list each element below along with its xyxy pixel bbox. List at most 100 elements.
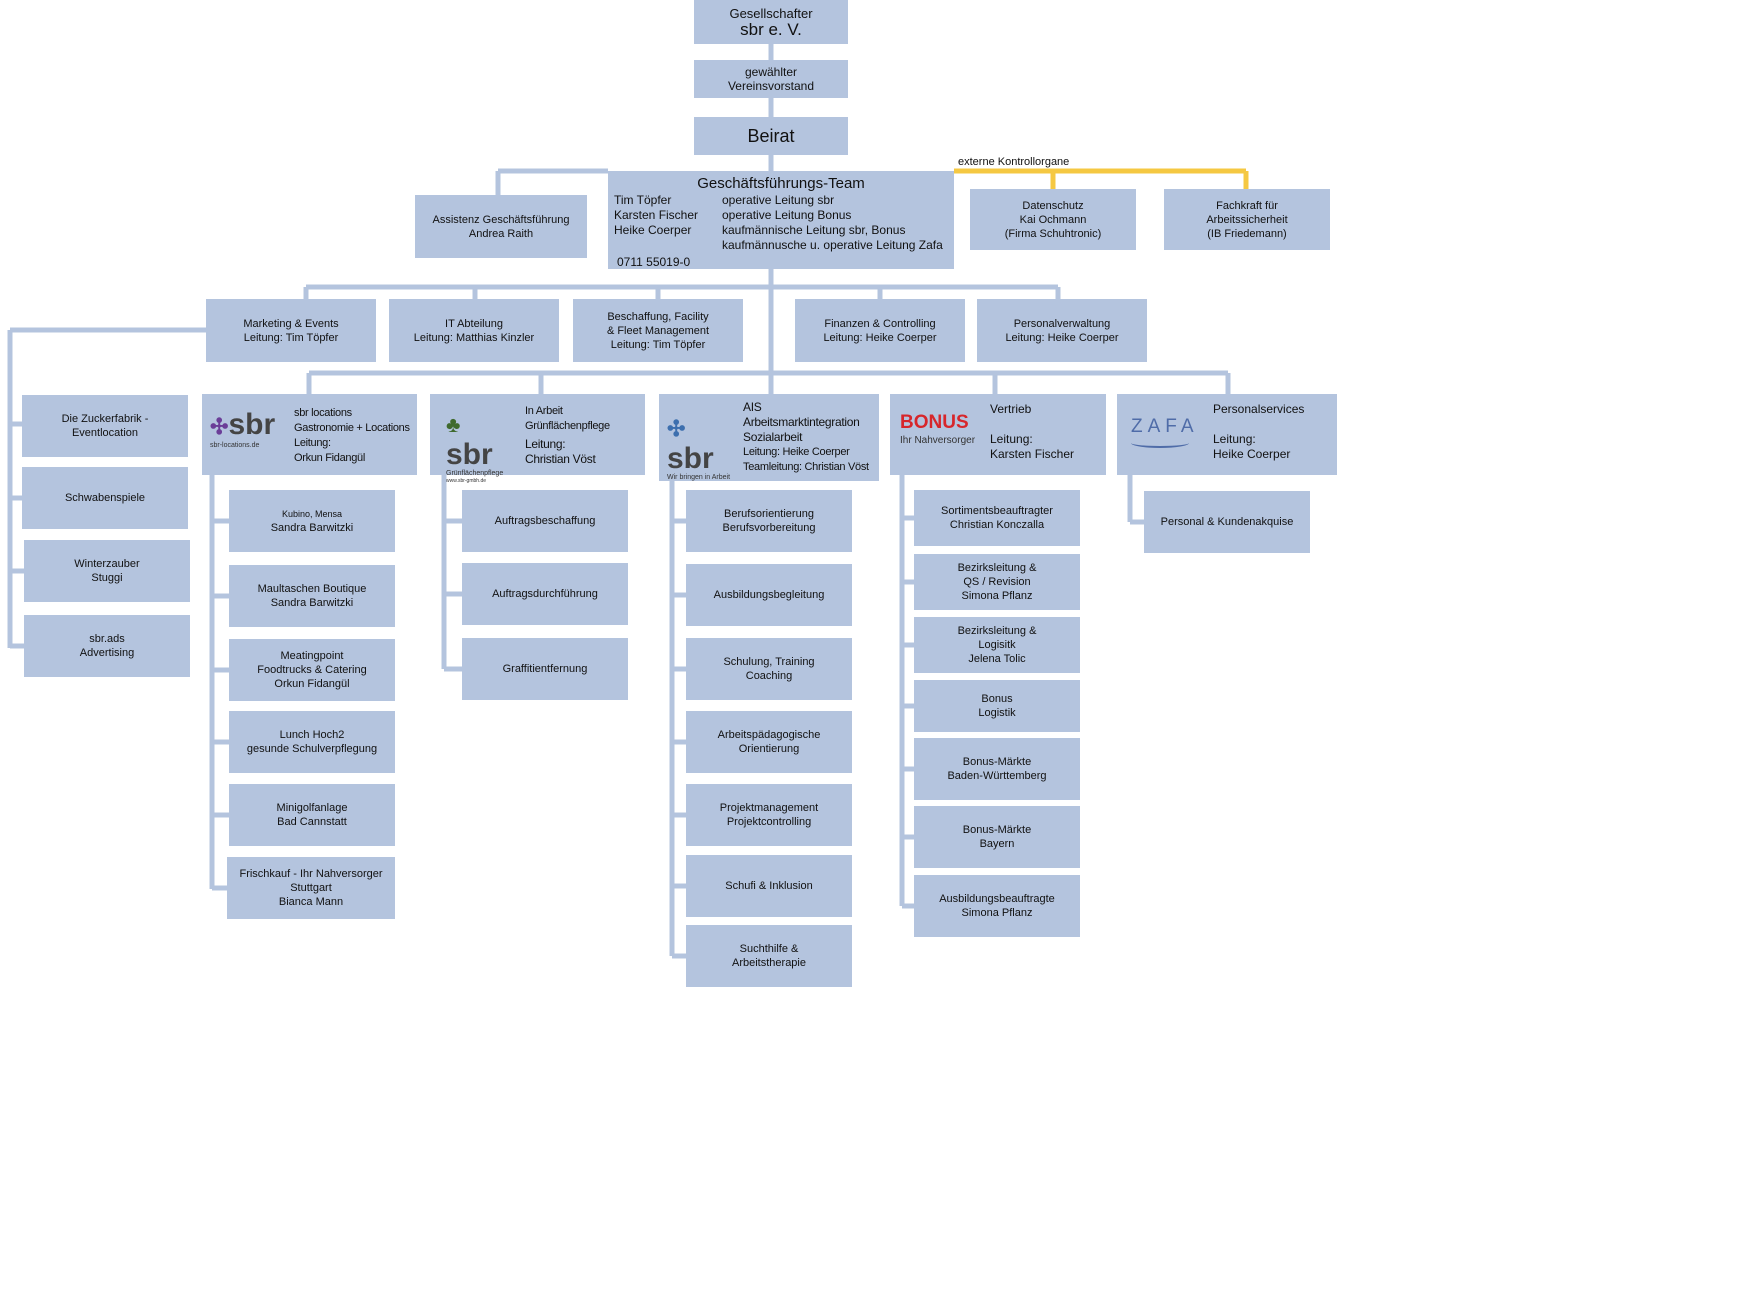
ais-item-ausbildungsbegleitung: Ausbildungsbegleitung [686, 564, 852, 626]
item-line-3: Bianca Mann [278, 896, 344, 908]
item-line-2: Bad Cannstatt [277, 816, 347, 828]
item-line-1: Bezirksleitung & [957, 625, 1037, 637]
puzzle-icon: ✣ [210, 414, 229, 439]
dept-personalverwaltung: Personalverwaltung Leitung: Heike Coerpe… [977, 299, 1147, 362]
dept-it: IT Abteilung Leitung: Matthias Kinzler [389, 299, 559, 362]
dept-lead: Leitung: Heike Coerper [823, 331, 937, 344]
item-line-1: Sortimentsbeauftragter [941, 505, 1053, 517]
dept-label: Marketing & Events [243, 317, 339, 330]
beirat-label: Beirat [747, 126, 795, 146]
logo-wordmark: BONUS [900, 412, 969, 433]
item-line-3: Orkun Fidangül [274, 678, 350, 690]
item-line-1: Kubino, Mensa [281, 509, 343, 519]
locations-item-kubino: Kubino, Mensa Sandra Barwitzki [229, 490, 395, 552]
datenschutz-box: Datenschutz Kai Ochmann (Firma Schuhtron… [970, 189, 1136, 250]
locations-item-meatingpoint: Meatingpoint Foodtrucks & Catering Orkun… [229, 639, 395, 701]
unit-line-2 [1213, 417, 1304, 432]
item-line-1: Die Zuckerfabrik - [61, 413, 149, 425]
item-line-1: Winterzauber [74, 558, 140, 570]
item-line-2: Berufsvorbereitung [722, 522, 816, 534]
fachkraft-line-1: Fachkraft für [1216, 199, 1278, 212]
item-line-2: Baden-Württemberg [947, 770, 1047, 782]
ais-item-schulung: Schulung, Training Coaching [686, 638, 852, 700]
zafa-logo: ZAFA [1131, 416, 1199, 448]
datenschutz-line-1: Datenschutz [1022, 199, 1084, 212]
dept-finanzen: Finanzen & Controlling Leitung: Heike Co… [795, 299, 965, 362]
puzzle-icon: ✣ [667, 416, 686, 441]
item-line-1: Projektmanagement [719, 802, 819, 814]
locations-item-lunch-hoch2: Lunch Hoch2 gesunde Schulverpflegung [229, 711, 395, 773]
logo-subtitle: Grünflächenpflege [446, 470, 504, 477]
logo-text: sbr [446, 438, 493, 471]
team-name-1: Tim Töpfer [614, 193, 672, 207]
bonus-item-maerkte-bayern: Bonus-Märkte Bayern [914, 806, 1080, 868]
assistenz-box: Assistenz Geschäftsführung Andrea Raith [415, 195, 587, 258]
unit-bonus: BONUS Ihr Nahversorger Vertrieb Leitung:… [890, 394, 1106, 475]
item-line-1: Minigolfanlage [276, 802, 348, 814]
bonus-item-sortiment: Sortimentsbeauftragter Christian Konczal… [914, 490, 1080, 546]
item-line-1: Personal & Kundenakquise [1160, 516, 1294, 528]
management-team-box: Geschäftsführungs-Team Tim Töpfer Karste… [608, 171, 954, 269]
unit-line-4: Leitung: Heike Coerper [743, 446, 850, 458]
item-line-2: Sandra Barwitzki [270, 597, 354, 609]
item-line-1: Schufi & Inklusion [725, 880, 813, 892]
inarbeit-item-graffitientfernung: Graffitientfernung [462, 638, 628, 700]
item-line-2: Sandra Barwitzki [270, 522, 354, 534]
gesellschafter-line-1: Gesellschafter [729, 5, 813, 21]
item-line-2: Foodtrucks & Catering [257, 664, 367, 676]
dept-label: Finanzen & Controlling [824, 317, 936, 330]
team-name-3: Heike Coerper [614, 223, 692, 237]
logo-wordmark: ♣sbr [446, 408, 493, 470]
unit-line-3: Leitung: [525, 437, 566, 451]
logo-wordmark: ZAFA [1131, 416, 1199, 437]
sbr-locations-logo: ✣sbr sbr-locations.de [210, 410, 275, 450]
bonus-item-bezirk-qs: Bezirksleitung & QS / Revision Simona Pf… [914, 554, 1080, 610]
item-line-1: Maultaschen Boutique [257, 583, 367, 595]
vorstand-line-2: Vereinsvorstand [727, 79, 815, 93]
logo-subtitle: Ihr Nahversorger [900, 435, 976, 446]
gesellschafter-line-2: sbr e. V. [740, 19, 802, 39]
item-line-1: Auftragsbeschaffung [494, 515, 596, 527]
in-arbeit-logo: ♣sbr Grünflächenpflege www.sbr-gmbh.de [446, 408, 503, 484]
item-line-2: Bayern [979, 838, 1015, 850]
unit-line-2: Grünflächenpflege [525, 420, 610, 432]
unit-line-5: Teamleitung: Christian Vöst [743, 461, 869, 473]
ais-item-berufsorientierung: Berufsorientierung Berufsvorbereitung [686, 490, 852, 552]
logo-text: sbr [667, 442, 714, 475]
unit-line-3: Leitung: [294, 437, 331, 449]
datenschutz-line-3: (Firma Schuhtronic) [1004, 227, 1102, 240]
unit-line-2: Arbeitsmarktintegration [743, 415, 860, 429]
team-phone: 0711 55019-0 [617, 255, 691, 269]
team-role-3: kaufmännische Leitung sbr, Bonus [722, 223, 906, 237]
unit-line-3: Sozialarbeit [743, 430, 803, 444]
fachkraft-line-2: Arbeitssicherheit [1206, 213, 1288, 226]
item-line-2: Logisitk [978, 639, 1016, 651]
logo-wordmark: ✣sbr [667, 412, 714, 474]
locations-item-minigolf: Minigolfanlage Bad Cannstatt [229, 784, 395, 846]
item-line-1: Ausbildungsbegleitung [713, 589, 825, 601]
item-line-2: Christian Konczalla [949, 519, 1045, 531]
logo-subtitle: sbr-locations.de [210, 442, 260, 449]
unit-zafa: ZAFA Personalservices Leitung: Heike Coe… [1117, 394, 1337, 475]
item-line-1: Graffitientfernung [502, 663, 588, 675]
item-line-2: Projektcontrolling [726, 816, 812, 828]
dept-label: Beschaffung, Facility [607, 310, 709, 323]
unit-line-2 [990, 417, 1074, 432]
marketing-item-sbr-ads: sbr.ads Advertising [24, 615, 190, 677]
item-line-1: Ausbildungsbeauftragte [939, 893, 1055, 905]
item-line-2: Simona Pflanz [961, 907, 1033, 919]
assistenz-line-2: Andrea Raith [468, 227, 534, 240]
item-line-1: Arbeitspädagogische [717, 729, 821, 741]
locations-item-frischkauf: Frischkauf - Ihr Nahversorger Stuttgart … [227, 857, 395, 919]
unit-line-1: sbr locations [294, 407, 352, 419]
dept-label: IT Abteilung [445, 317, 503, 330]
dept-label-2: & Fleet Management [606, 324, 710, 337]
marketing-item-winterzauber: Winterzauber Stuggi [24, 540, 190, 602]
ais-item-suchthilfe: Suchthilfe & Arbeitstherapie [686, 925, 852, 987]
item-line-1: Schwabenspiele [64, 492, 146, 504]
item-line-2: Eventlocation [71, 427, 139, 439]
unit-line-4: Christian Vöst [525, 452, 596, 466]
management-team-title: Geschäftsführungs-Team [697, 175, 865, 192]
beirat-box: Beirat [694, 117, 848, 155]
bonus-item-logistik: Bonus Logistik [914, 680, 1080, 732]
